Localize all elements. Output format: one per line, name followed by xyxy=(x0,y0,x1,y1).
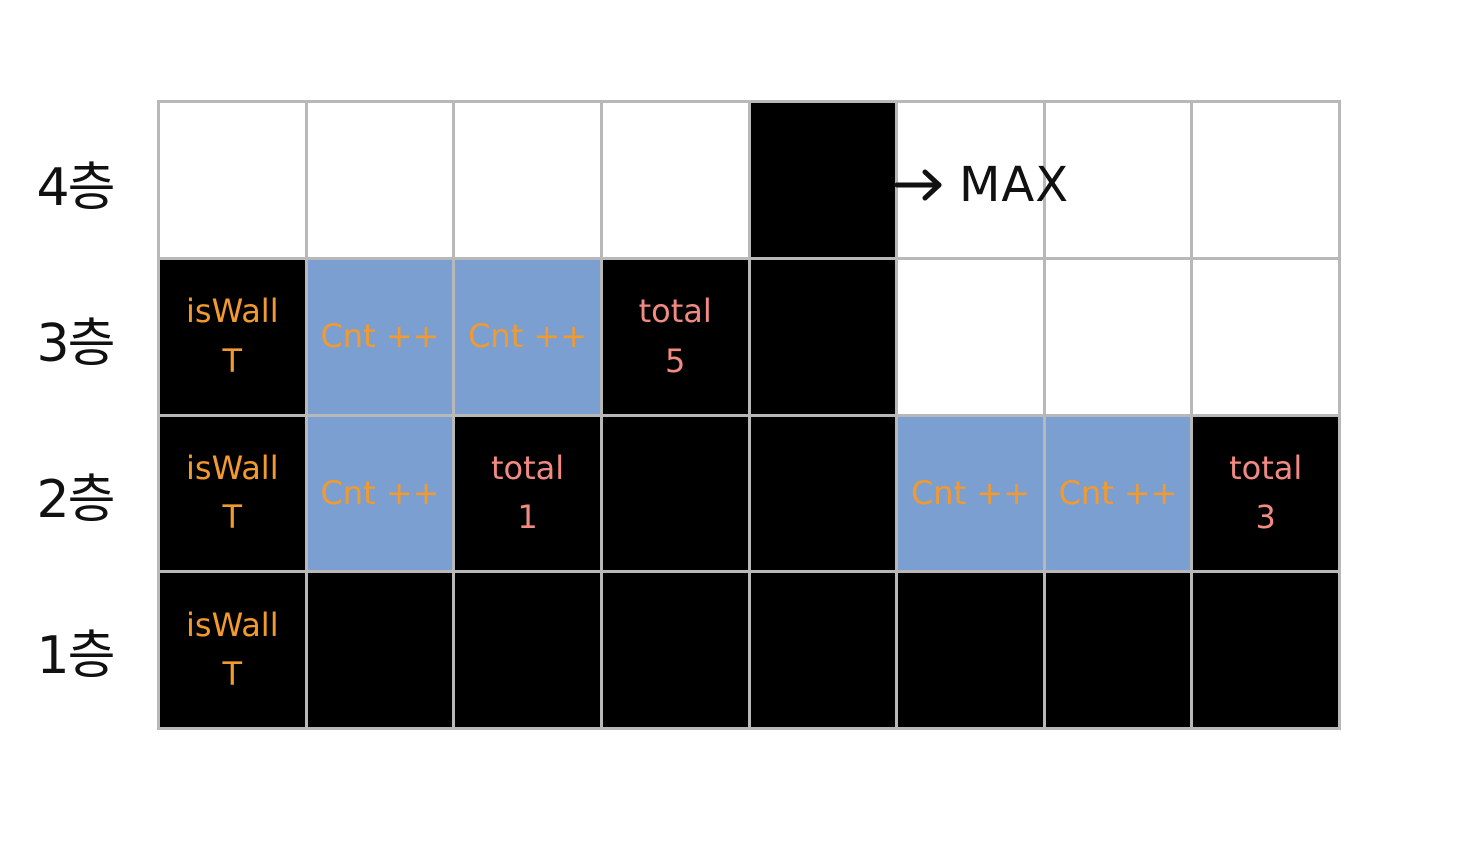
cell-text: T xyxy=(222,498,243,537)
grid-cell xyxy=(1193,573,1338,727)
grid-cell: total 3 xyxy=(1193,416,1338,571)
cell-text: total xyxy=(1229,448,1303,487)
grid-cell xyxy=(898,259,1043,414)
grid-cell xyxy=(602,416,748,571)
grid-cell xyxy=(1193,259,1338,414)
grid-cell xyxy=(750,103,896,257)
grid-cell xyxy=(898,103,1043,257)
arrow-right-icon xyxy=(894,169,942,201)
grid-cell: Cnt ++ xyxy=(307,259,453,414)
cell-text: T xyxy=(222,341,243,380)
grid-cell xyxy=(307,573,453,727)
cell-text: T xyxy=(222,655,243,694)
grid-cell xyxy=(750,416,896,571)
grid-cell xyxy=(1045,573,1191,727)
row-label-1: 1층 xyxy=(36,625,116,686)
grid-cell xyxy=(750,259,896,414)
grid-cell xyxy=(307,103,453,257)
row-label-4: 4층 xyxy=(36,157,116,218)
cell-text: 1 xyxy=(517,498,538,537)
cell-text: isWall xyxy=(186,605,279,644)
grid-cell: Cnt ++ xyxy=(307,416,453,571)
cell-text: isWall xyxy=(186,448,279,487)
row-label-3: 3층 xyxy=(36,313,116,374)
grid-cell: Cnt ++ xyxy=(898,416,1043,571)
grid-cell: Cnt ++ xyxy=(455,259,600,414)
cell-text: 5 xyxy=(665,341,686,380)
grid-cell xyxy=(898,573,1043,727)
grid-cell xyxy=(455,103,600,257)
cell-text: total xyxy=(490,448,565,487)
grid-cell xyxy=(455,573,600,727)
cell-text: isWall xyxy=(186,292,279,331)
cell-text: Cnt ++ xyxy=(320,316,440,355)
grid-cell xyxy=(1193,103,1338,257)
cell-text: Cnt ++ xyxy=(910,473,1030,512)
max-label: MAX xyxy=(959,157,1070,213)
cell-text: Cnt ++ xyxy=(320,473,440,512)
cell-text: 3 xyxy=(1255,498,1276,537)
cell-text: Cnt ++ xyxy=(1058,473,1178,512)
cell-text: total xyxy=(638,292,712,331)
max-annotation: MAX xyxy=(893,150,1069,220)
grid-cell: total 1 xyxy=(455,416,600,571)
grid-cell: total 5 xyxy=(602,259,748,414)
grid-cell xyxy=(602,103,748,257)
grid-cell xyxy=(1045,103,1191,257)
grid-cell xyxy=(602,573,748,727)
cell-text: Cnt ++ xyxy=(468,316,588,355)
row-label-2: 2층 xyxy=(36,469,116,530)
grid-cell xyxy=(750,573,896,727)
grid-cell xyxy=(1045,259,1191,414)
grid-cell: Cnt ++ xyxy=(1045,416,1191,571)
grid-cell xyxy=(160,103,305,257)
